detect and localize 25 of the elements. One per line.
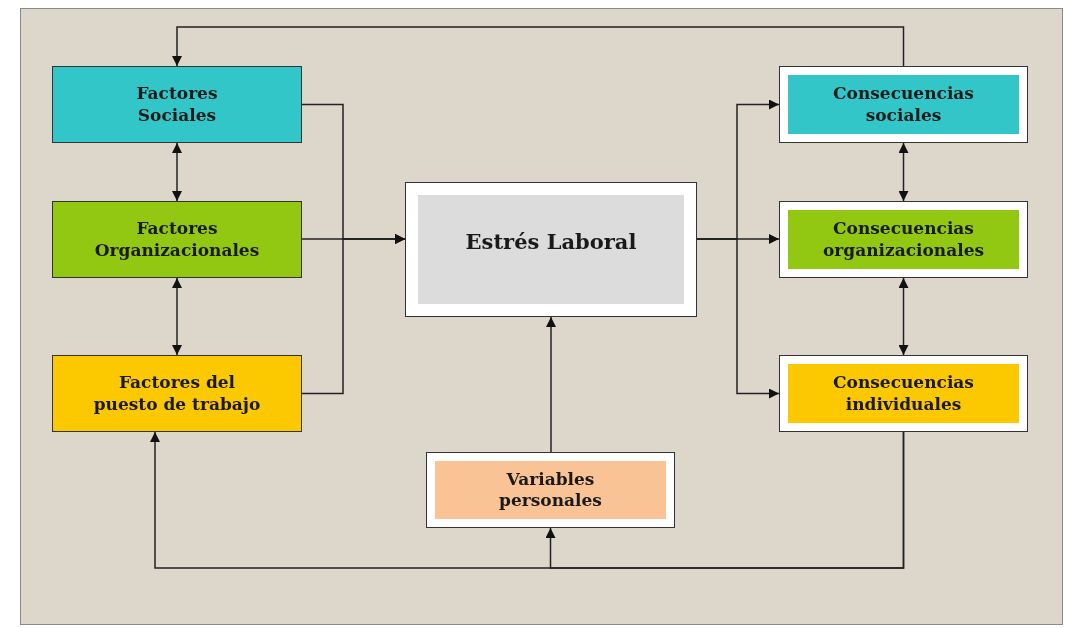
process-box <box>52 201 302 278</box>
box-label: Consecuencias sociales <box>832 83 975 126</box>
arrow <box>172 142 182 202</box>
process-box <box>52 355 302 432</box>
arrow <box>898 277 909 356</box>
box-label: Factores Sociales <box>135 83 219 126</box>
box-label: Factores Organizacionales <box>93 218 261 261</box>
box-label: Consecuencias organizacionales <box>821 218 986 261</box>
framed-box <box>779 201 1028 278</box>
arrow <box>301 234 406 395</box>
box-label: Factores del puesto de trabajo <box>92 372 262 415</box>
arrow <box>545 431 905 569</box>
arrow <box>172 26 905 67</box>
framed-box <box>779 355 1028 432</box>
arrow <box>546 316 556 453</box>
framed-box <box>426 452 675 528</box>
box-label: Consecuencias individuales <box>832 372 975 415</box>
arrow <box>172 277 182 356</box>
process-box <box>52 66 302 143</box>
framed-box <box>779 66 1028 143</box>
box-label: Variables personales <box>498 468 603 512</box>
arrow <box>898 142 909 202</box>
box-label: Estrés Laboral <box>465 229 637 256</box>
framed-box <box>405 182 697 317</box>
arrow <box>696 238 780 399</box>
